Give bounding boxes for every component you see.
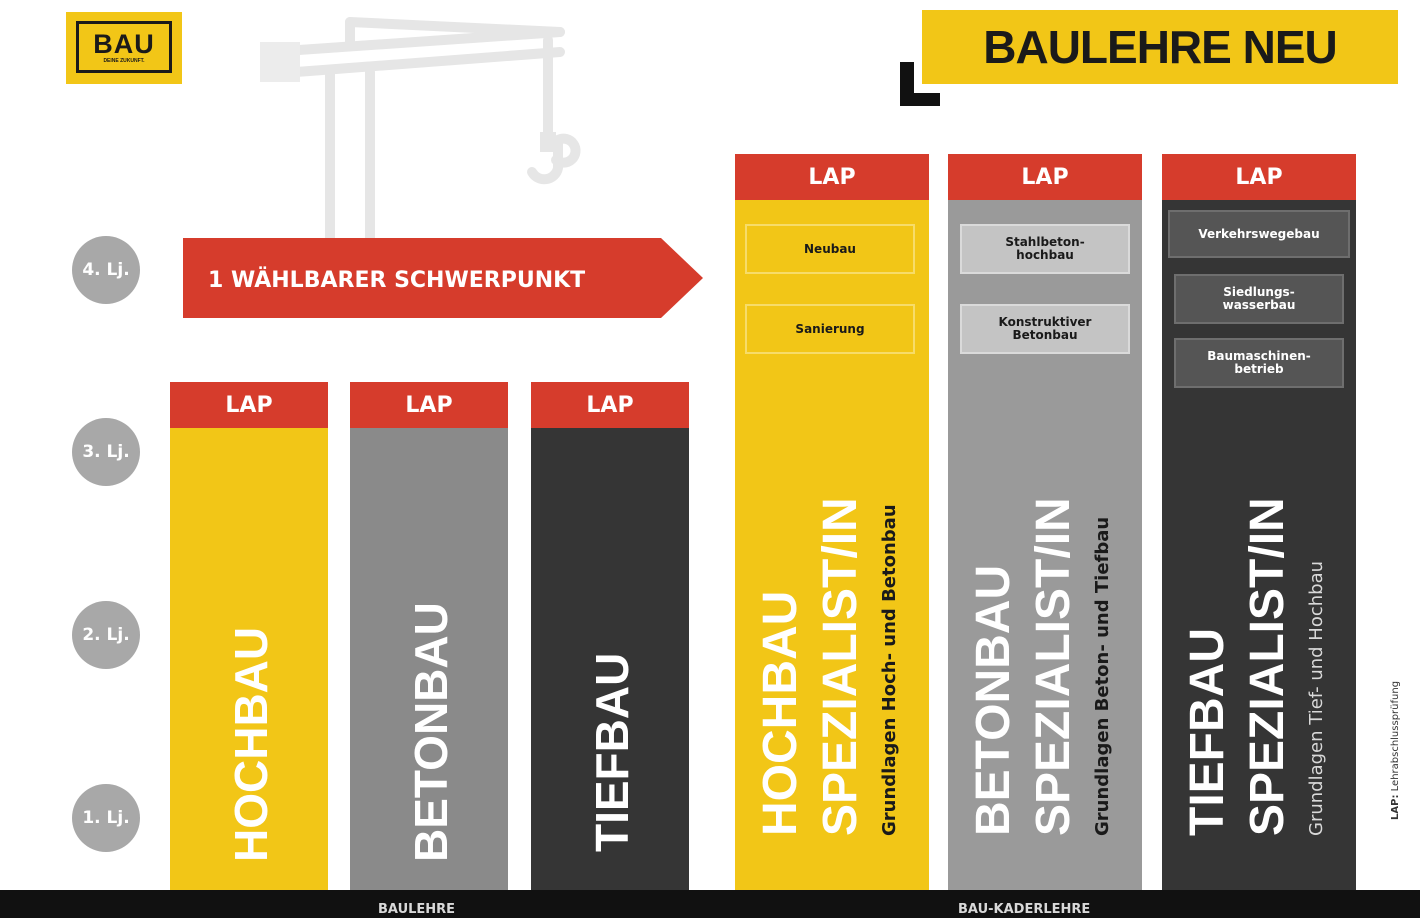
focus-arrow-label: 1 WÄHLBARER SCHWERPUNKT <box>208 268 586 293</box>
column-title-line1: TIEFBAU <box>1181 628 1234 836</box>
year-1-badge: 1. Lj. <box>72 784 140 852</box>
crane-illustration <box>260 17 581 252</box>
column-betonbau-spezialist: LAP Stahlbeton- hochbau Konstruktiver Be… <box>948 154 1142 890</box>
column-title-line2: SPEZIALIST/IN <box>1027 497 1080 836</box>
column-subtitle: Grundlagen Tief- und Hochbau <box>1306 560 1327 836</box>
title-corner-mark-foot <box>900 93 940 106</box>
column-title-line2: SPEZIALIST/IN <box>814 497 867 836</box>
column-tiefbau: LAP TIEFBAU <box>531 382 689 890</box>
column-title: BETONBAU <box>405 602 457 862</box>
column-title: TIEFBAU <box>586 652 638 852</box>
logo-text: BAU <box>93 28 155 59</box>
lap-legend: LAP: Lehrabschlussprüfung <box>1390 681 1401 820</box>
column-hochbau-spezialist: LAP Neubau Sanierung HOCHBAU SPEZIALIST/… <box>735 154 929 890</box>
year-3-badge: 3. Lj. <box>72 418 140 486</box>
crane-hook-block <box>540 132 556 152</box>
footer-baulehre: BAULEHRE <box>378 902 456 917</box>
option-neubau: Neubau <box>745 224 915 274</box>
crane-counterweight <box>260 42 300 82</box>
lap-label: LAP <box>531 382 689 428</box>
bau-logo: BAU DEINE ZUKUNFT. <box>66 12 182 84</box>
column-subtitle: Grundlagen Hoch- und Betonbau <box>879 504 900 836</box>
option-baumaschinenbetrieb: Baumaschinen- betrieb <box>1174 338 1344 388</box>
column-title: HOCHBAU <box>225 626 277 862</box>
column-title-line2: SPEZIALIST/IN <box>1241 497 1294 836</box>
column-subtitle: Grundlagen Beton- und Tiefbau <box>1092 516 1113 836</box>
column-betonbau: LAP BETONBAU <box>350 382 508 890</box>
logo-frame: BAU DEINE ZUKUNFT. <box>76 21 172 73</box>
lap-label: LAP <box>350 382 508 428</box>
column-title-line1: BETONBAU <box>967 564 1020 836</box>
lap-label: LAP <box>1162 154 1356 200</box>
year-2-badge: 2. Lj. <box>72 601 140 669</box>
year-4-badge: 4. Lj. <box>72 236 140 304</box>
focus-arrow <box>183 238 703 318</box>
option-konstruktiver-betonbau: Konstruktiver Betonbau <box>960 304 1130 354</box>
column-tiefbau-spezialist: LAP Verkehrswegebau Siedlungs- wasserbau… <box>1162 154 1356 890</box>
option-verkehrswegebau: Verkehrswegebau <box>1168 210 1350 258</box>
column-hochbau: LAP HOCHBAU <box>170 382 328 890</box>
lap-label: LAP <box>948 154 1142 200</box>
option-stahlbeton-hochbau: Stahlbeton- hochbau <box>960 224 1130 274</box>
logo-tagline: DEINE ZUKUNFT. <box>103 57 145 64</box>
lap-label: LAP <box>735 154 929 200</box>
footer-kaderlehre: BAU-KADERLEHRE <box>958 902 1091 917</box>
lap-legend-abbr: LAP: <box>1390 794 1401 820</box>
option-siedlungswasserbau: Siedlungs- wasserbau <box>1174 274 1344 324</box>
option-sanierung: Sanierung <box>745 304 915 354</box>
column-title-line1: HOCHBAU <box>754 590 807 836</box>
page-title: BAULEHRE NEU <box>922 10 1398 84</box>
footer-bar <box>0 890 1420 918</box>
lap-label: LAP <box>170 382 328 428</box>
lap-legend-text: Lehrabschlussprüfung <box>1390 680 1401 792</box>
